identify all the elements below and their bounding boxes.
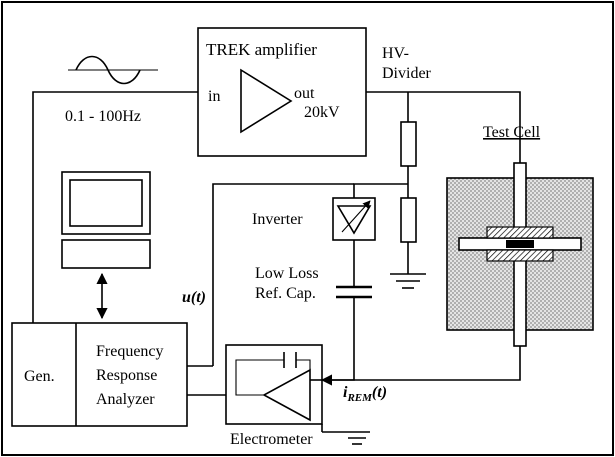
wire-generator-to-amplifier <box>32 91 198 323</box>
hv-divider <box>390 92 426 289</box>
inverter-icon <box>336 205 372 235</box>
fra-label-2: Response <box>96 367 157 384</box>
amplifier-triangle-icon <box>240 68 293 134</box>
resistor-icon <box>400 121 417 167</box>
hv-divider-label-2: Divider <box>382 65 432 82</box>
amplifier-title: TREK amplifier <box>206 40 317 59</box>
electrometer-label: Electrometer <box>230 431 313 448</box>
inverter-label: Inverter <box>252 211 303 228</box>
wire-voltage-signal <box>212 183 354 366</box>
wire-test-cell-current <box>320 346 521 386</box>
fra-label-1: Frequency <box>96 343 164 360</box>
amplifier-triangle-icon <box>262 368 311 422</box>
monitor-icon <box>61 171 151 269</box>
generator-label: Gen. <box>24 368 55 385</box>
ground-icon <box>390 273 426 289</box>
wire-hv-output <box>366 91 521 163</box>
fra-label-3: Analyzer <box>96 391 155 408</box>
hv-divider-label-1: HV- <box>382 45 409 62</box>
trek-amplifier: TREK amplifier in out 20kV <box>197 27 367 157</box>
test-cell-label: Test Cell <box>483 124 541 141</box>
ref-cap-label-2: Ref. Cap. <box>255 285 316 302</box>
electrometer <box>225 344 323 425</box>
capacitor-icon <box>336 285 372 299</box>
signal-frequency-label: 0.1 - 100Hz <box>65 108 141 125</box>
amplifier-out-label: out <box>294 85 315 102</box>
wire-divider-tap <box>353 183 408 198</box>
current-signal-label: iREM(t) <box>343 384 387 404</box>
amplifier-voltage-label: 20kV <box>304 104 340 121</box>
sine-wave-icon <box>68 55 158 85</box>
inverter <box>332 197 376 241</box>
voltage-signal-label: u(t) <box>182 289 206 306</box>
frequency-response-analyzer: Gen. Frequency Response Analyzer <box>11 322 188 427</box>
amplifier-in-label: in <box>208 88 220 105</box>
wire-capacitor-to-electrometer <box>322 297 355 381</box>
ground-icon <box>344 431 370 445</box>
resistor-icon <box>400 197 417 243</box>
test-cell <box>446 162 594 347</box>
ref-cap-label-1: Low Loss <box>255 265 319 282</box>
